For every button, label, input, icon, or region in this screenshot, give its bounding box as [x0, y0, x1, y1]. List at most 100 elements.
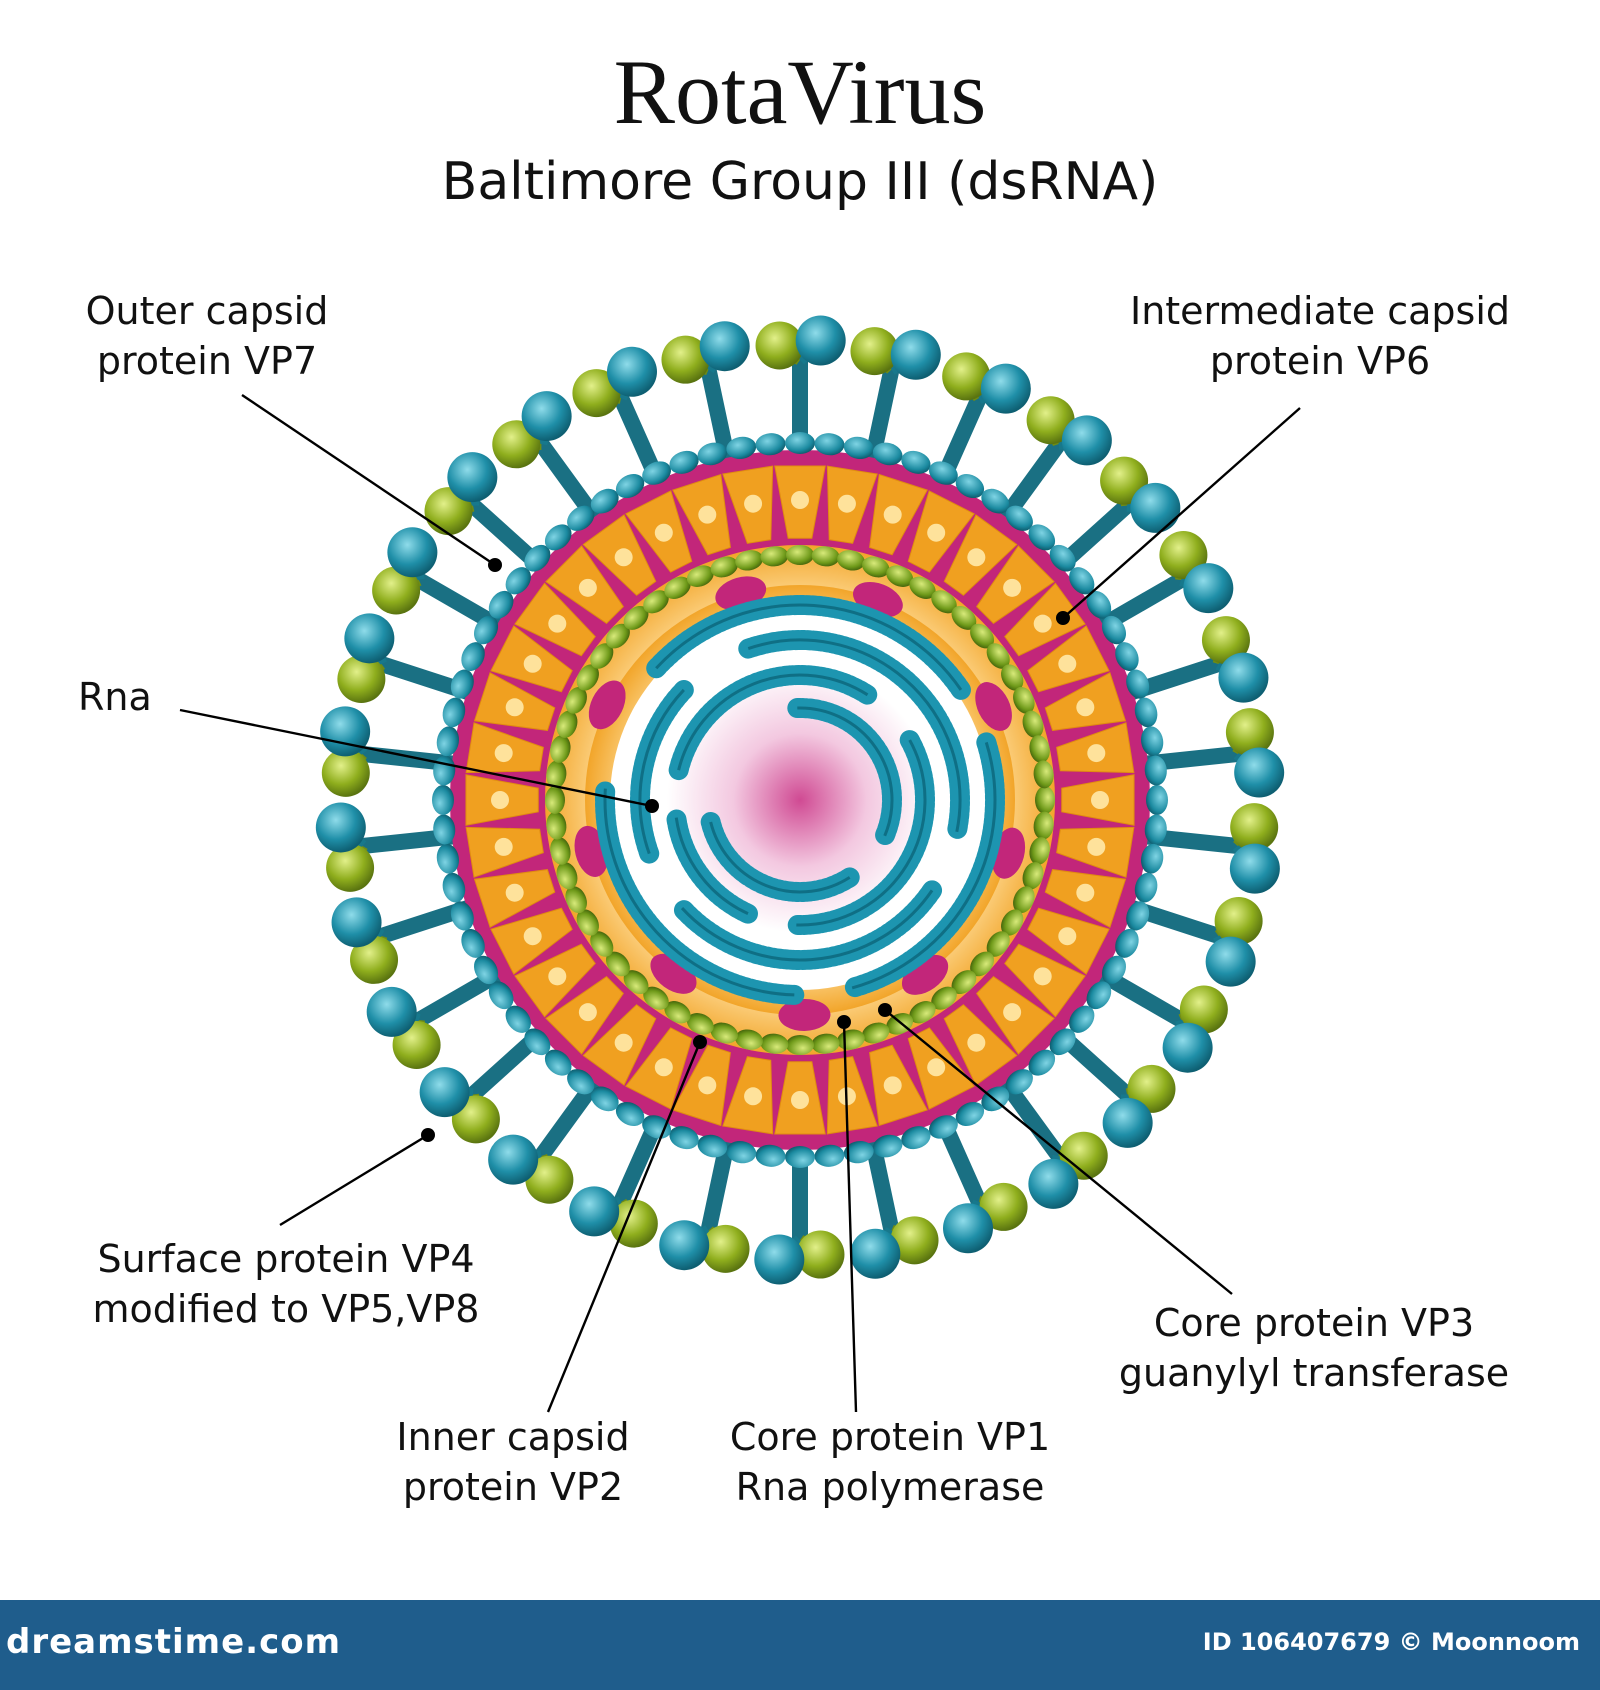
spike-head-teal — [419, 1067, 470, 1118]
vp7-bead — [1028, 524, 1056, 551]
core-enzyme — [975, 682, 1012, 731]
vp7-bead — [872, 1134, 903, 1158]
vp6-petal-highlight — [698, 1076, 717, 1095]
spike — [331, 897, 480, 984]
spike-head-green — [661, 335, 710, 384]
spike-head-green — [572, 369, 621, 418]
label-inner-capsid-line1: Inner capsid — [396, 1415, 630, 1459]
vp2-bead — [556, 710, 578, 738]
vp7-bead — [697, 442, 728, 466]
vp7-bead — [436, 843, 459, 874]
vp2-bead — [951, 605, 977, 630]
vp7-bead — [1126, 901, 1150, 931]
vp7-bead — [843, 436, 874, 459]
vp2-bead — [986, 643, 1010, 669]
vp2-bead — [565, 686, 587, 714]
spike — [994, 396, 1112, 529]
diagram-subtitle: Baltimore Group III (dsRNA) — [441, 152, 1159, 212]
vp6-petal-highlight — [1058, 927, 1077, 946]
spike-head-green — [609, 1199, 658, 1248]
vp2-bead — [643, 590, 669, 614]
spike-head-teal — [1183, 563, 1234, 614]
vp2-bead — [811, 546, 840, 567]
vp7-bead — [981, 488, 1010, 514]
vp6-petal-highlight — [927, 1058, 946, 1077]
spike — [1090, 531, 1234, 636]
vp2-bead — [970, 623, 995, 649]
spike-head-green — [321, 748, 370, 797]
vp2-bead — [837, 550, 865, 571]
vp7-bead — [642, 461, 672, 485]
rna-backbone — [603, 788, 795, 997]
vp2-bead — [1022, 862, 1044, 890]
vp7-bead — [450, 669, 474, 699]
vp6-petal-highlight — [1003, 1003, 1022, 1022]
spike-head-green — [1201, 616, 1250, 665]
vp7-bead — [1134, 872, 1158, 903]
spike-head-teal — [606, 346, 657, 397]
vp2-bead — [664, 576, 691, 599]
leader-dot — [421, 1128, 435, 1142]
intermediate-capsid-vp6-layer — [465, 465, 1135, 1135]
spike-head-green — [796, 1230, 845, 1279]
spike-head-green — [1179, 985, 1228, 1034]
leader-line — [884, 1009, 1233, 1295]
vp7-bead — [1005, 1069, 1033, 1095]
rna-backbone — [680, 889, 934, 962]
leader-line — [842, 1021, 858, 1413]
label-core-vp1-line2: Rna polymerase — [735, 1465, 1045, 1509]
vp6-petal-highlight — [548, 614, 567, 633]
footer-site[interactable]: dreamstime.com — [6, 1622, 342, 1662]
vp2-bead — [760, 546, 789, 567]
vp7-bead — [785, 432, 815, 454]
spike-head-green — [326, 843, 375, 892]
rna-backbone — [638, 688, 685, 855]
vp2-bead — [1029, 735, 1050, 763]
vp2-bead — [811, 1033, 840, 1054]
vp6-petal-highlight — [1033, 967, 1052, 986]
vp6-petal-highlight — [744, 494, 763, 513]
spike — [366, 964, 510, 1069]
label-rna: Rna — [78, 672, 168, 722]
vp6-petal-highlight — [744, 1087, 763, 1106]
vp7-bead — [697, 1134, 728, 1158]
spike-head-teal — [315, 802, 366, 853]
spike-head-teal — [1028, 1158, 1079, 1209]
vp6-petal-highlight — [1076, 698, 1095, 717]
vp6-petal-highlight — [654, 1058, 673, 1077]
spike-head-green — [1214, 896, 1263, 945]
spike — [424, 452, 552, 578]
vp2-bead — [710, 556, 738, 578]
vp7-bead — [843, 1141, 874, 1164]
vp7-bead — [726, 1141, 757, 1164]
inner-capsid-vp2-beads — [545, 545, 1055, 1055]
leader-dot — [878, 1003, 892, 1017]
vp6-petal-highlight — [1058, 654, 1077, 673]
vp6-petal-highlight — [548, 967, 567, 986]
label-inner-capsid: Inner capsid protein VP2 — [378, 1412, 648, 1512]
vp7-bead — [814, 1144, 845, 1167]
vp2-bead — [576, 664, 599, 691]
spike-head-green — [942, 352, 991, 401]
vp7-bead — [488, 981, 514, 1010]
vp7-bead — [1069, 1005, 1095, 1033]
spike-head-green — [1225, 708, 1274, 757]
vp7-bead — [567, 505, 595, 531]
vp2-bead — [735, 550, 763, 571]
spike-head-teal — [1234, 747, 1285, 798]
vp7-bead — [524, 1028, 551, 1056]
spike-head-green — [1026, 396, 1075, 445]
spike-head-teal — [795, 315, 846, 366]
spike — [1090, 964, 1228, 1073]
vp6-petal-highlight — [494, 837, 513, 856]
spike — [1135, 803, 1280, 894]
spike — [572, 346, 668, 493]
vp2-bead — [786, 1035, 814, 1055]
vp7-bead — [1028, 1049, 1056, 1076]
spike-head-teal — [331, 897, 382, 948]
vp2-bead — [565, 886, 587, 914]
vp6-petal-highlight — [614, 1033, 633, 1052]
spike-head-green — [755, 321, 804, 370]
spike-head-teal — [1130, 482, 1181, 533]
leader-line — [1062, 407, 1301, 619]
